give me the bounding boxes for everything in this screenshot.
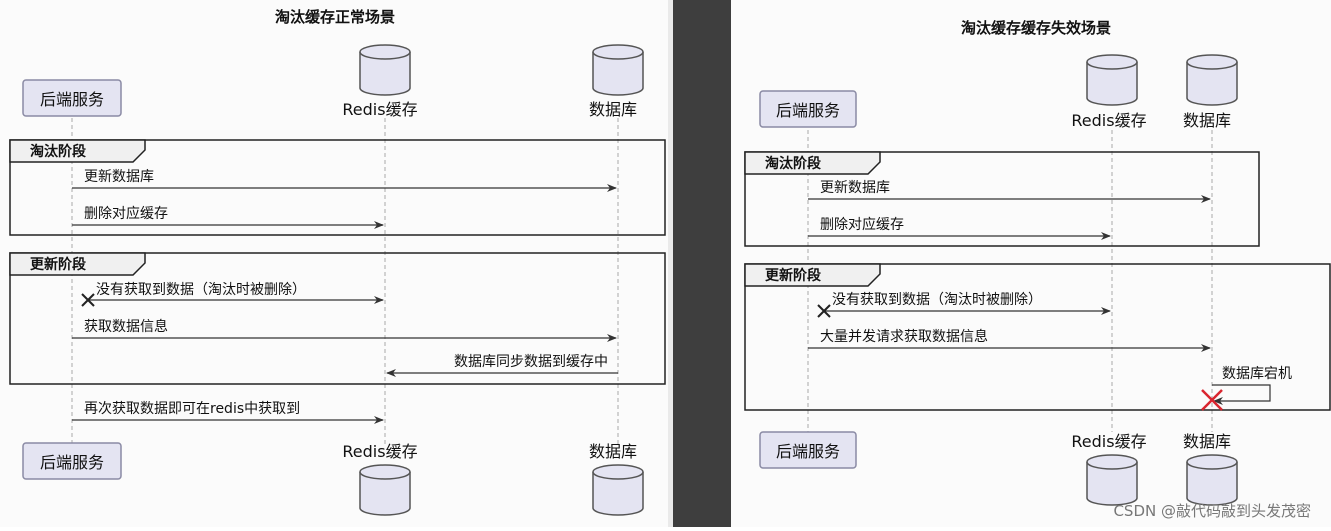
msg-update-db: 更新数据库	[820, 180, 890, 196]
msg-no-data: 没有获取到数据（淘汰时被删除）	[832, 292, 1042, 308]
panel-divider	[673, 0, 731, 527]
participant-service-bottom: 后端服务	[22, 442, 122, 480]
msg-get-from-redis: 再次获取数据即可在redis中获取到	[84, 401, 300, 417]
participant-db-label: 数据库	[589, 100, 637, 119]
group-update-phase: 更新阶段	[9, 252, 666, 385]
left-diagram-panel: 淘汰缓存正常场景 后端服务 Redis缓存 数据库 淘汰阶段 更新数据库 删除对…	[0, 0, 668, 527]
msg-update-db: 更新数据库	[84, 169, 154, 185]
msg-concurrent-requests: 大量并发请求获取数据信息	[820, 328, 988, 345]
participant-service-top: 后端服务	[22, 79, 122, 117]
right-title: 淘汰缓存缓存失效场景	[960, 19, 1111, 37]
database-db-bottom: 数据库	[589, 442, 644, 516]
msg-delete-cache: 删除对应缓存	[820, 216, 904, 233]
participant-service-bottom-label: 后端服务	[776, 442, 840, 461]
participant-service-top: 后端服务	[759, 90, 857, 128]
participant-redis-label: Redis缓存	[1071, 111, 1146, 130]
msg-sync-cache: 数据库同步数据到缓存中	[454, 354, 608, 370]
database-redis-bottom: Redis缓存	[342, 442, 418, 516]
msg-delete-cache: 删除对应缓存	[84, 205, 168, 222]
left-sequence-diagram: 淘汰缓存正常场景 后端服务 Redis缓存 数据库 淘汰阶段 更新数据库 删除对…	[9, 8, 666, 516]
database-db-top: 数据库	[589, 44, 644, 119]
right-sequence-diagram: 淘汰缓存缓存失效场景 后端服务 Redis缓存 数据库 淘汰阶段 更新数据库 删…	[744, 19, 1331, 506]
group-eviction-phase: 淘汰阶段	[9, 139, 666, 236]
left-title: 淘汰缓存正常场景	[274, 8, 395, 26]
arrow-db-down-self	[1212, 384, 1271, 405]
msg-get-data: 获取数据信息	[84, 318, 168, 335]
group-eviction-phase: 淘汰阶段	[744, 151, 1260, 247]
group-update-label: 更新阶段	[765, 267, 821, 284]
group-eviction-label: 淘汰阶段	[765, 155, 821, 172]
database-redis-bottom: Redis缓存	[1071, 432, 1147, 506]
participant-service-label: 后端服务	[776, 101, 840, 120]
participant-service-bottom: 后端服务	[759, 431, 857, 469]
participant-service-bottom-label: 后端服务	[40, 453, 104, 472]
right-diagram-panel: 淘汰缓存缓存失效场景 后端服务 Redis缓存 数据库 淘汰阶段 更新数据库 删…	[731, 0, 1331, 527]
database-db-bottom: 数据库	[1183, 432, 1238, 506]
panel-gap	[668, 0, 673, 527]
msg-db-down: 数据库宕机	[1222, 366, 1292, 382]
participant-db-bottom-label: 数据库	[1183, 432, 1231, 451]
group-update-label: 更新阶段	[30, 256, 86, 273]
group-update-phase: 更新阶段	[744, 263, 1331, 411]
participant-db-bottom-label: 数据库	[589, 442, 637, 461]
database-db-top: 数据库	[1183, 54, 1238, 130]
lost-message-cross-icon	[817, 304, 831, 318]
database-redis-top: Redis缓存	[342, 44, 418, 119]
database-redis-top: Redis缓存	[1071, 54, 1147, 130]
group-eviction-label: 淘汰阶段	[30, 143, 86, 160]
participant-service-label: 后端服务	[40, 90, 104, 109]
msg-no-data: 没有获取到数据（淘汰时被删除）	[96, 282, 306, 298]
lost-message-cross-icon	[81, 293, 95, 307]
watermark: CSDN @敲代码敲到头发茂密	[1113, 502, 1311, 520]
destroy-cross-icon	[1201, 389, 1223, 411]
participant-redis-bottom-label: Redis缓存	[342, 442, 417, 461]
participant-redis-bottom-label: Redis缓存	[1071, 432, 1146, 451]
participant-redis-label: Redis缓存	[342, 100, 417, 119]
participant-db-label: 数据库	[1183, 111, 1231, 130]
